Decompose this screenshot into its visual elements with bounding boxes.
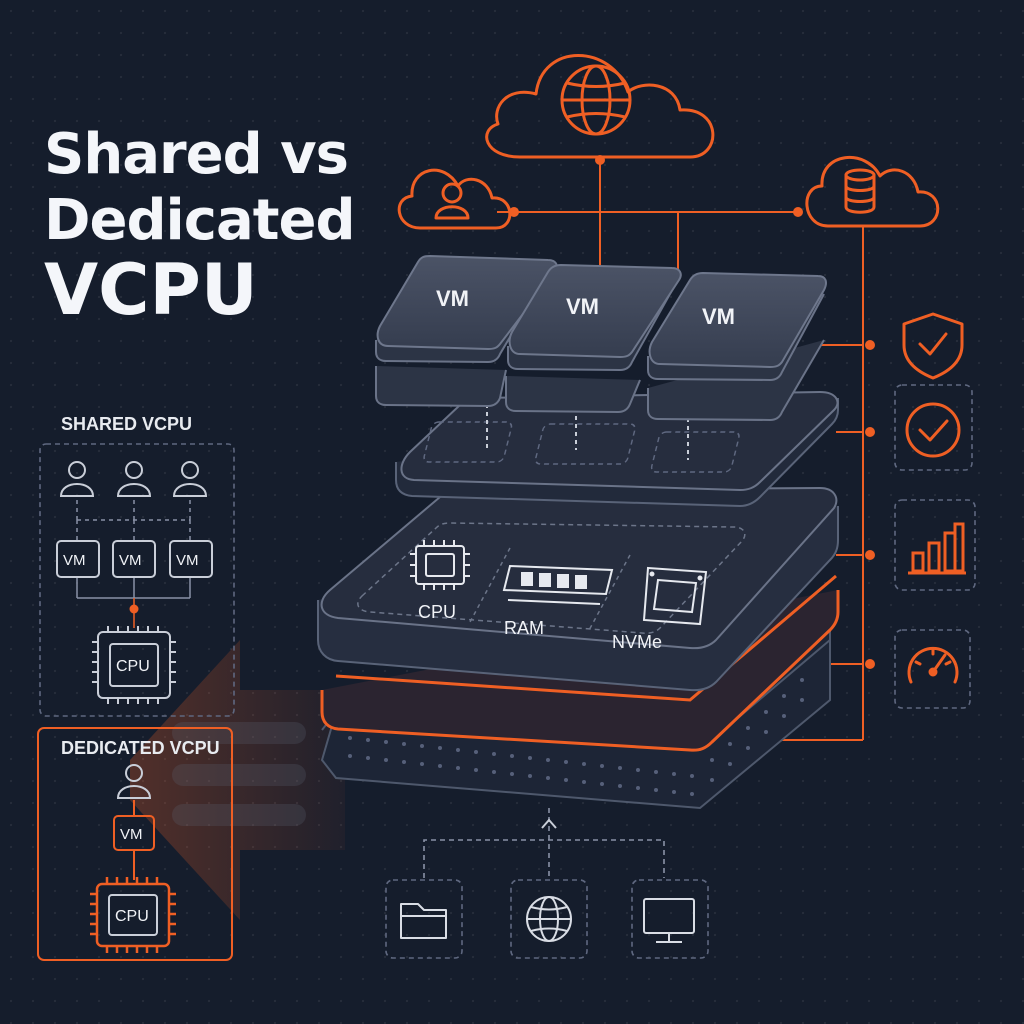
shared-vcpu-panel: SHARED VCPU VM VM VM bbox=[39, 414, 235, 717]
connector-dots bbox=[509, 155, 875, 669]
database-icon bbox=[844, 168, 876, 214]
dedicated-user-icon bbox=[116, 764, 152, 799]
dedicated-panel-title: DEDICATED VCPU bbox=[61, 738, 220, 758]
shared-vm-label-2: VM bbox=[119, 552, 142, 569]
title-line-3: VCPU bbox=[44, 249, 258, 331]
shared-vm-label-1: VM bbox=[63, 552, 86, 569]
main-cloud-outline bbox=[485, 54, 715, 159]
vm-drop-lines bbox=[486, 404, 689, 460]
gauge-icon-frame bbox=[894, 629, 971, 709]
vm-block-2: VM bbox=[505, 263, 682, 414]
globe-icon bbox=[560, 64, 632, 136]
database-cloud-outline bbox=[805, 155, 940, 228]
check-icon-frame bbox=[894, 384, 973, 471]
monitor-icon bbox=[643, 898, 695, 943]
vm-label-3: VM bbox=[702, 304, 735, 329]
shared-user-icons bbox=[59, 461, 208, 497]
title-line-1: Shared vs bbox=[44, 122, 349, 187]
dedicated-vm-label: VM bbox=[120, 826, 143, 843]
shared-cpu-icon bbox=[92, 626, 176, 704]
check-circle-icon bbox=[905, 402, 961, 458]
dedicated-vcpu-panel: DEDICATED VCPU VM CPU bbox=[37, 727, 233, 961]
dedicated-cpu-label: CPU bbox=[115, 908, 149, 925]
side-icon-column bbox=[894, 312, 976, 709]
bottom-connectors bbox=[423, 808, 665, 878]
shared-vm-boxes bbox=[56, 540, 213, 578]
base-vent-dots bbox=[348, 678, 804, 796]
ghost-arrow-decoration bbox=[130, 640, 345, 920]
globe-icon-bottom bbox=[526, 896, 572, 942]
shared-panel-title: SHARED VCPU bbox=[61, 414, 192, 434]
hardware-label-nvme: NVMe bbox=[612, 632, 662, 652]
nvme-drive-icon bbox=[642, 566, 708, 626]
vm-block-1: VM bbox=[375, 254, 558, 408]
vm-block-3: VM bbox=[647, 271, 827, 422]
bar-chart-icon bbox=[908, 522, 966, 575]
vm-label-1: VM bbox=[436, 286, 469, 311]
hardware-label-ram: RAM bbox=[504, 618, 544, 638]
vm-label-2: VM bbox=[566, 294, 599, 319]
bottom-icon-frames bbox=[385, 879, 709, 959]
cpu-chip-icon bbox=[410, 540, 470, 590]
shield-check-icon bbox=[902, 312, 964, 380]
shared-user-links bbox=[76, 500, 191, 540]
component-tray bbox=[357, 522, 746, 634]
cloud-network bbox=[397, 54, 940, 230]
ram-module-icon bbox=[502, 564, 614, 605]
user-icon bbox=[434, 182, 470, 220]
dedicated-cpu-icon bbox=[90, 877, 176, 953]
hardware-label-cpu: CPU bbox=[418, 602, 456, 622]
shared-cpu-label: CPU bbox=[116, 658, 150, 675]
title-line-2: Dedicated bbox=[44, 188, 356, 253]
shared-vm-label-3: VM bbox=[176, 552, 199, 569]
arrow-up-icon bbox=[541, 818, 557, 829]
folder-icon bbox=[400, 903, 447, 939]
speedometer-icon bbox=[907, 646, 959, 684]
shared-vm-links bbox=[76, 578, 191, 628]
server-stack: CPU RAM NVMe bbox=[317, 254, 840, 810]
hardware-board: CPU RAM NVMe bbox=[317, 486, 839, 692]
page-title: Shared vs Dedicated VCPU bbox=[44, 122, 404, 329]
